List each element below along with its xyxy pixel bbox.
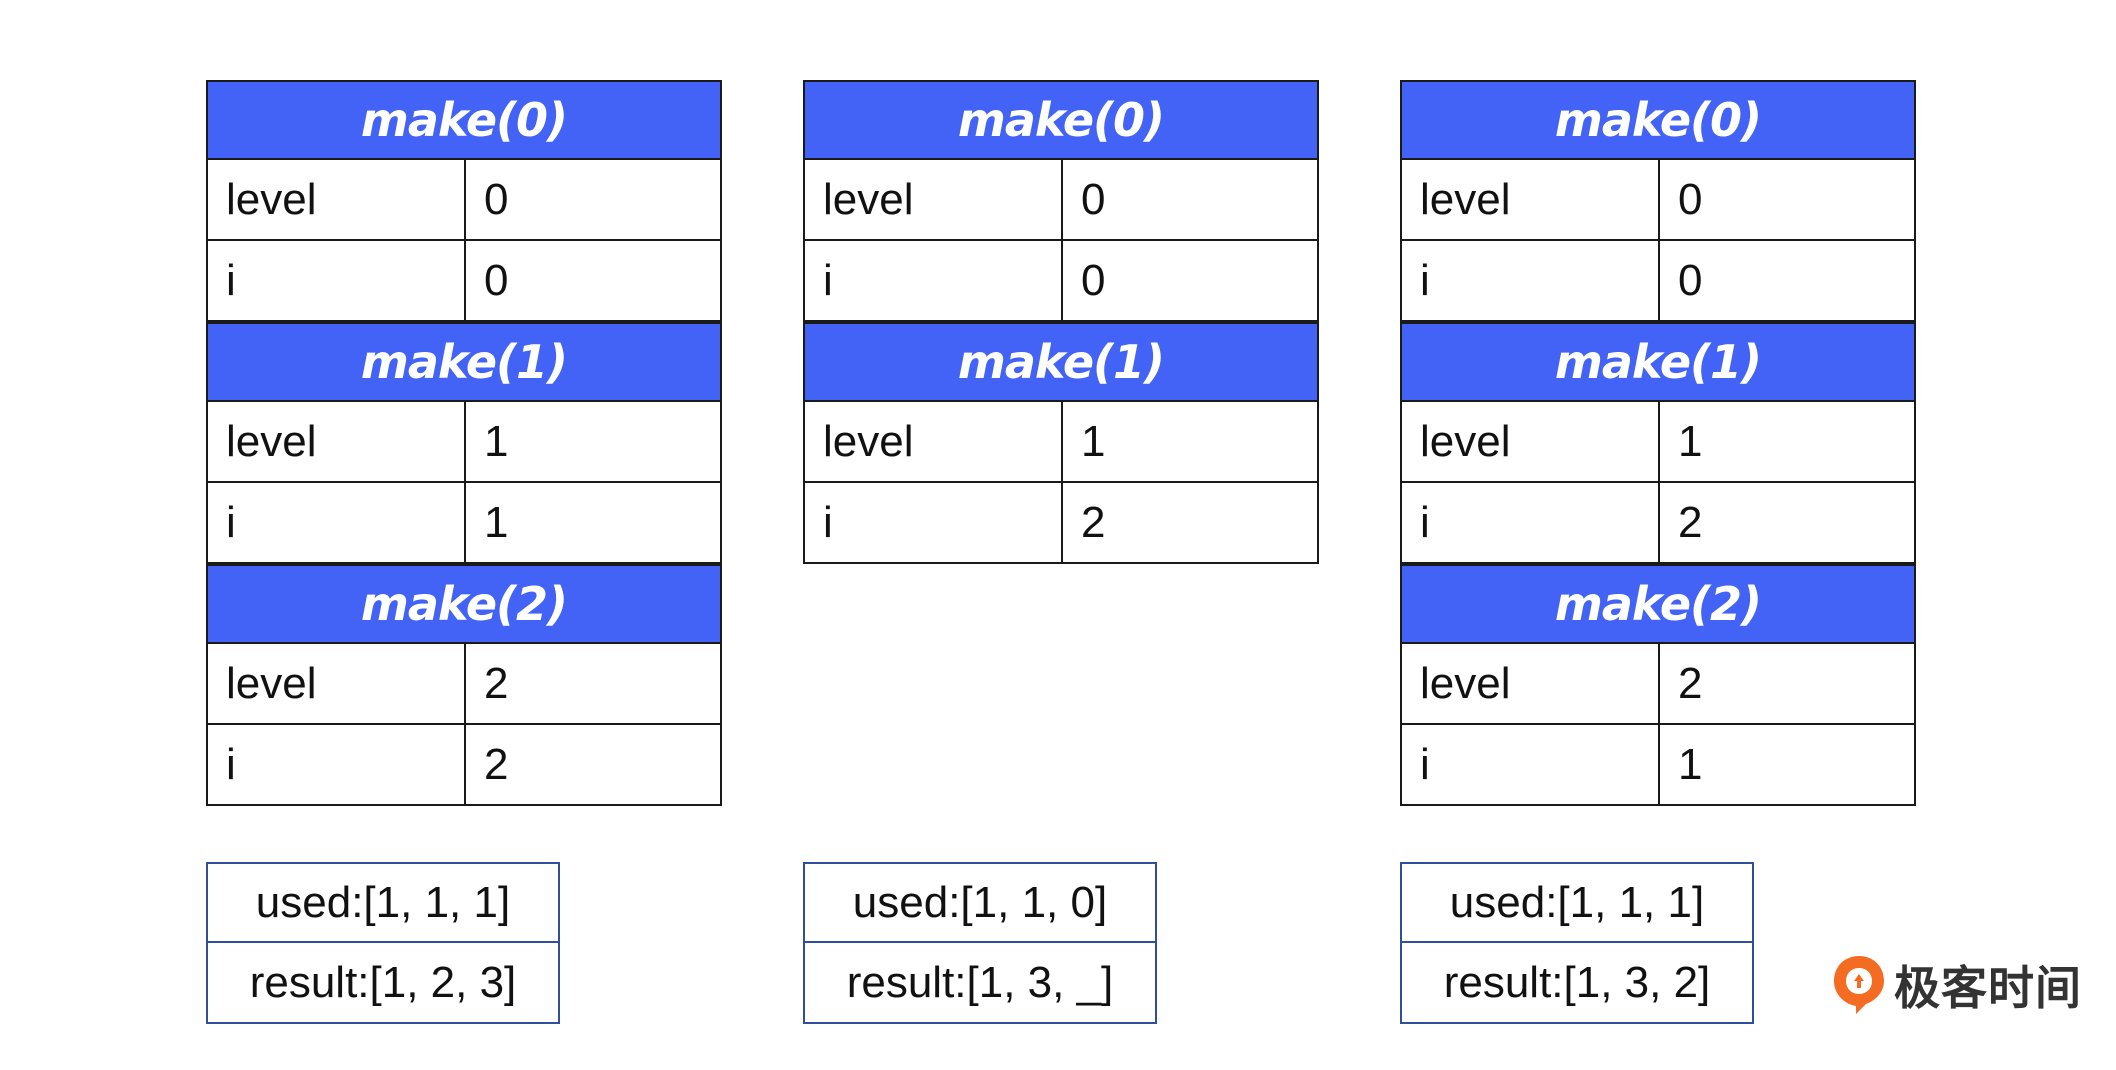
frame-header: make(0) (206, 80, 722, 160)
frame-row-level: level 2 (1400, 644, 1916, 725)
frame-row-level: level 1 (206, 402, 722, 483)
var-value: 0 (1678, 174, 1703, 224)
var-name: level (1402, 160, 1660, 239)
call-stack-2: make(0) level 0 i 0 make(1) level 1 i 2 (803, 80, 1319, 564)
var-name: i (208, 241, 466, 320)
state-box-1: used:[1, 1, 1] result:[1, 2, 3] (206, 862, 560, 1024)
used-array: used:[1, 1, 1] (1400, 862, 1754, 943)
call-stack-3: make(0) level 0 i 0 make(1) level 1 i 2 … (1400, 80, 1916, 806)
result-array: result:[1, 2, 3] (206, 943, 560, 1024)
var-name: i (805, 483, 1063, 562)
used-array: used:[1, 1, 1] (206, 862, 560, 943)
frame-row-level: level 1 (1400, 402, 1916, 483)
frame-row-i: i 1 (206, 483, 722, 564)
var-name: i (208, 483, 466, 562)
frame-header: make(1) (803, 322, 1319, 402)
var-name: level (1402, 644, 1660, 723)
var-name: level (208, 402, 466, 481)
frame-row-level: level 0 (1400, 160, 1916, 241)
var-name: i (208, 725, 466, 804)
var-name: level (805, 402, 1063, 481)
var-name: i (805, 241, 1063, 320)
var-value: 2 (484, 739, 509, 789)
stack-frame: make(2) level 2 i 1 (1400, 564, 1916, 806)
var-value: 1 (1678, 739, 1703, 789)
frame-header: make(0) (1400, 80, 1916, 160)
stack-frame: make(2) level 2 i 2 (206, 564, 722, 806)
frame-header: make(2) (206, 564, 722, 644)
stack-frame: make(0) level 0 i 0 (206, 80, 722, 322)
var-name: level (208, 160, 466, 239)
logo-text: 极客时间 (1894, 961, 2082, 1015)
frame-row-i: i 2 (1400, 483, 1916, 564)
var-name: level (1402, 402, 1660, 481)
var-value: 1 (1678, 416, 1703, 466)
var-value: 1 (1081, 416, 1106, 466)
result-array: result:[1, 3, 2] (1400, 943, 1754, 1024)
var-value: 0 (1081, 174, 1106, 224)
stack-frame: make(0) level 0 i 0 (803, 80, 1319, 322)
frame-row-i: i 1 (1400, 725, 1916, 806)
frame-header: make(1) (1400, 322, 1916, 402)
var-value: 0 (484, 174, 509, 224)
var-name: level (208, 644, 466, 723)
frame-row-level: level 1 (803, 402, 1319, 483)
frame-header: make(2) (1400, 564, 1916, 644)
var-value: 0 (1678, 255, 1703, 305)
geektime-logo: 极客时间 (1832, 954, 2082, 1016)
var-name: i (1402, 241, 1660, 320)
var-value: 2 (1678, 658, 1703, 708)
state-box-3: used:[1, 1, 1] result:[1, 3, 2] (1400, 862, 1754, 1024)
var-value: 2 (1081, 497, 1106, 547)
frame-header: make(0) (803, 80, 1319, 160)
var-value: 2 (484, 658, 509, 708)
var-name: level (805, 160, 1063, 239)
frame-row-level: level 0 (803, 160, 1319, 241)
frame-row-level: level 2 (206, 644, 722, 725)
var-value: 0 (484, 255, 509, 305)
var-value: 2 (1678, 497, 1703, 547)
stack-frame: make(1) level 1 i 2 (1400, 322, 1916, 564)
stack-frame: make(1) level 1 i 1 (206, 322, 722, 564)
var-value: 0 (1081, 255, 1106, 305)
var-name: i (1402, 483, 1660, 562)
stack-frame: make(1) level 1 i 2 (803, 322, 1319, 564)
frame-header: make(1) (206, 322, 722, 402)
stack-frame: make(0) level 0 i 0 (1400, 80, 1916, 322)
call-stack-1: make(0) level 0 i 0 make(1) level 1 i 1 … (206, 80, 722, 806)
geektime-logo-icon (1834, 956, 1884, 1014)
state-box-2: used:[1, 1, 0] result:[1, 3, _] (803, 862, 1157, 1024)
frame-row-i: i 0 (1400, 241, 1916, 322)
frame-row-level: level 0 (206, 160, 722, 241)
var-value: 1 (484, 416, 509, 466)
var-name: i (1402, 725, 1660, 804)
var-value: 1 (484, 497, 509, 547)
frame-row-i: i 0 (803, 241, 1319, 322)
result-array: result:[1, 3, _] (803, 943, 1157, 1024)
frame-row-i: i 2 (206, 725, 722, 806)
frame-row-i: i 0 (206, 241, 722, 322)
used-array: used:[1, 1, 0] (803, 862, 1157, 943)
frame-row-i: i 2 (803, 483, 1319, 564)
